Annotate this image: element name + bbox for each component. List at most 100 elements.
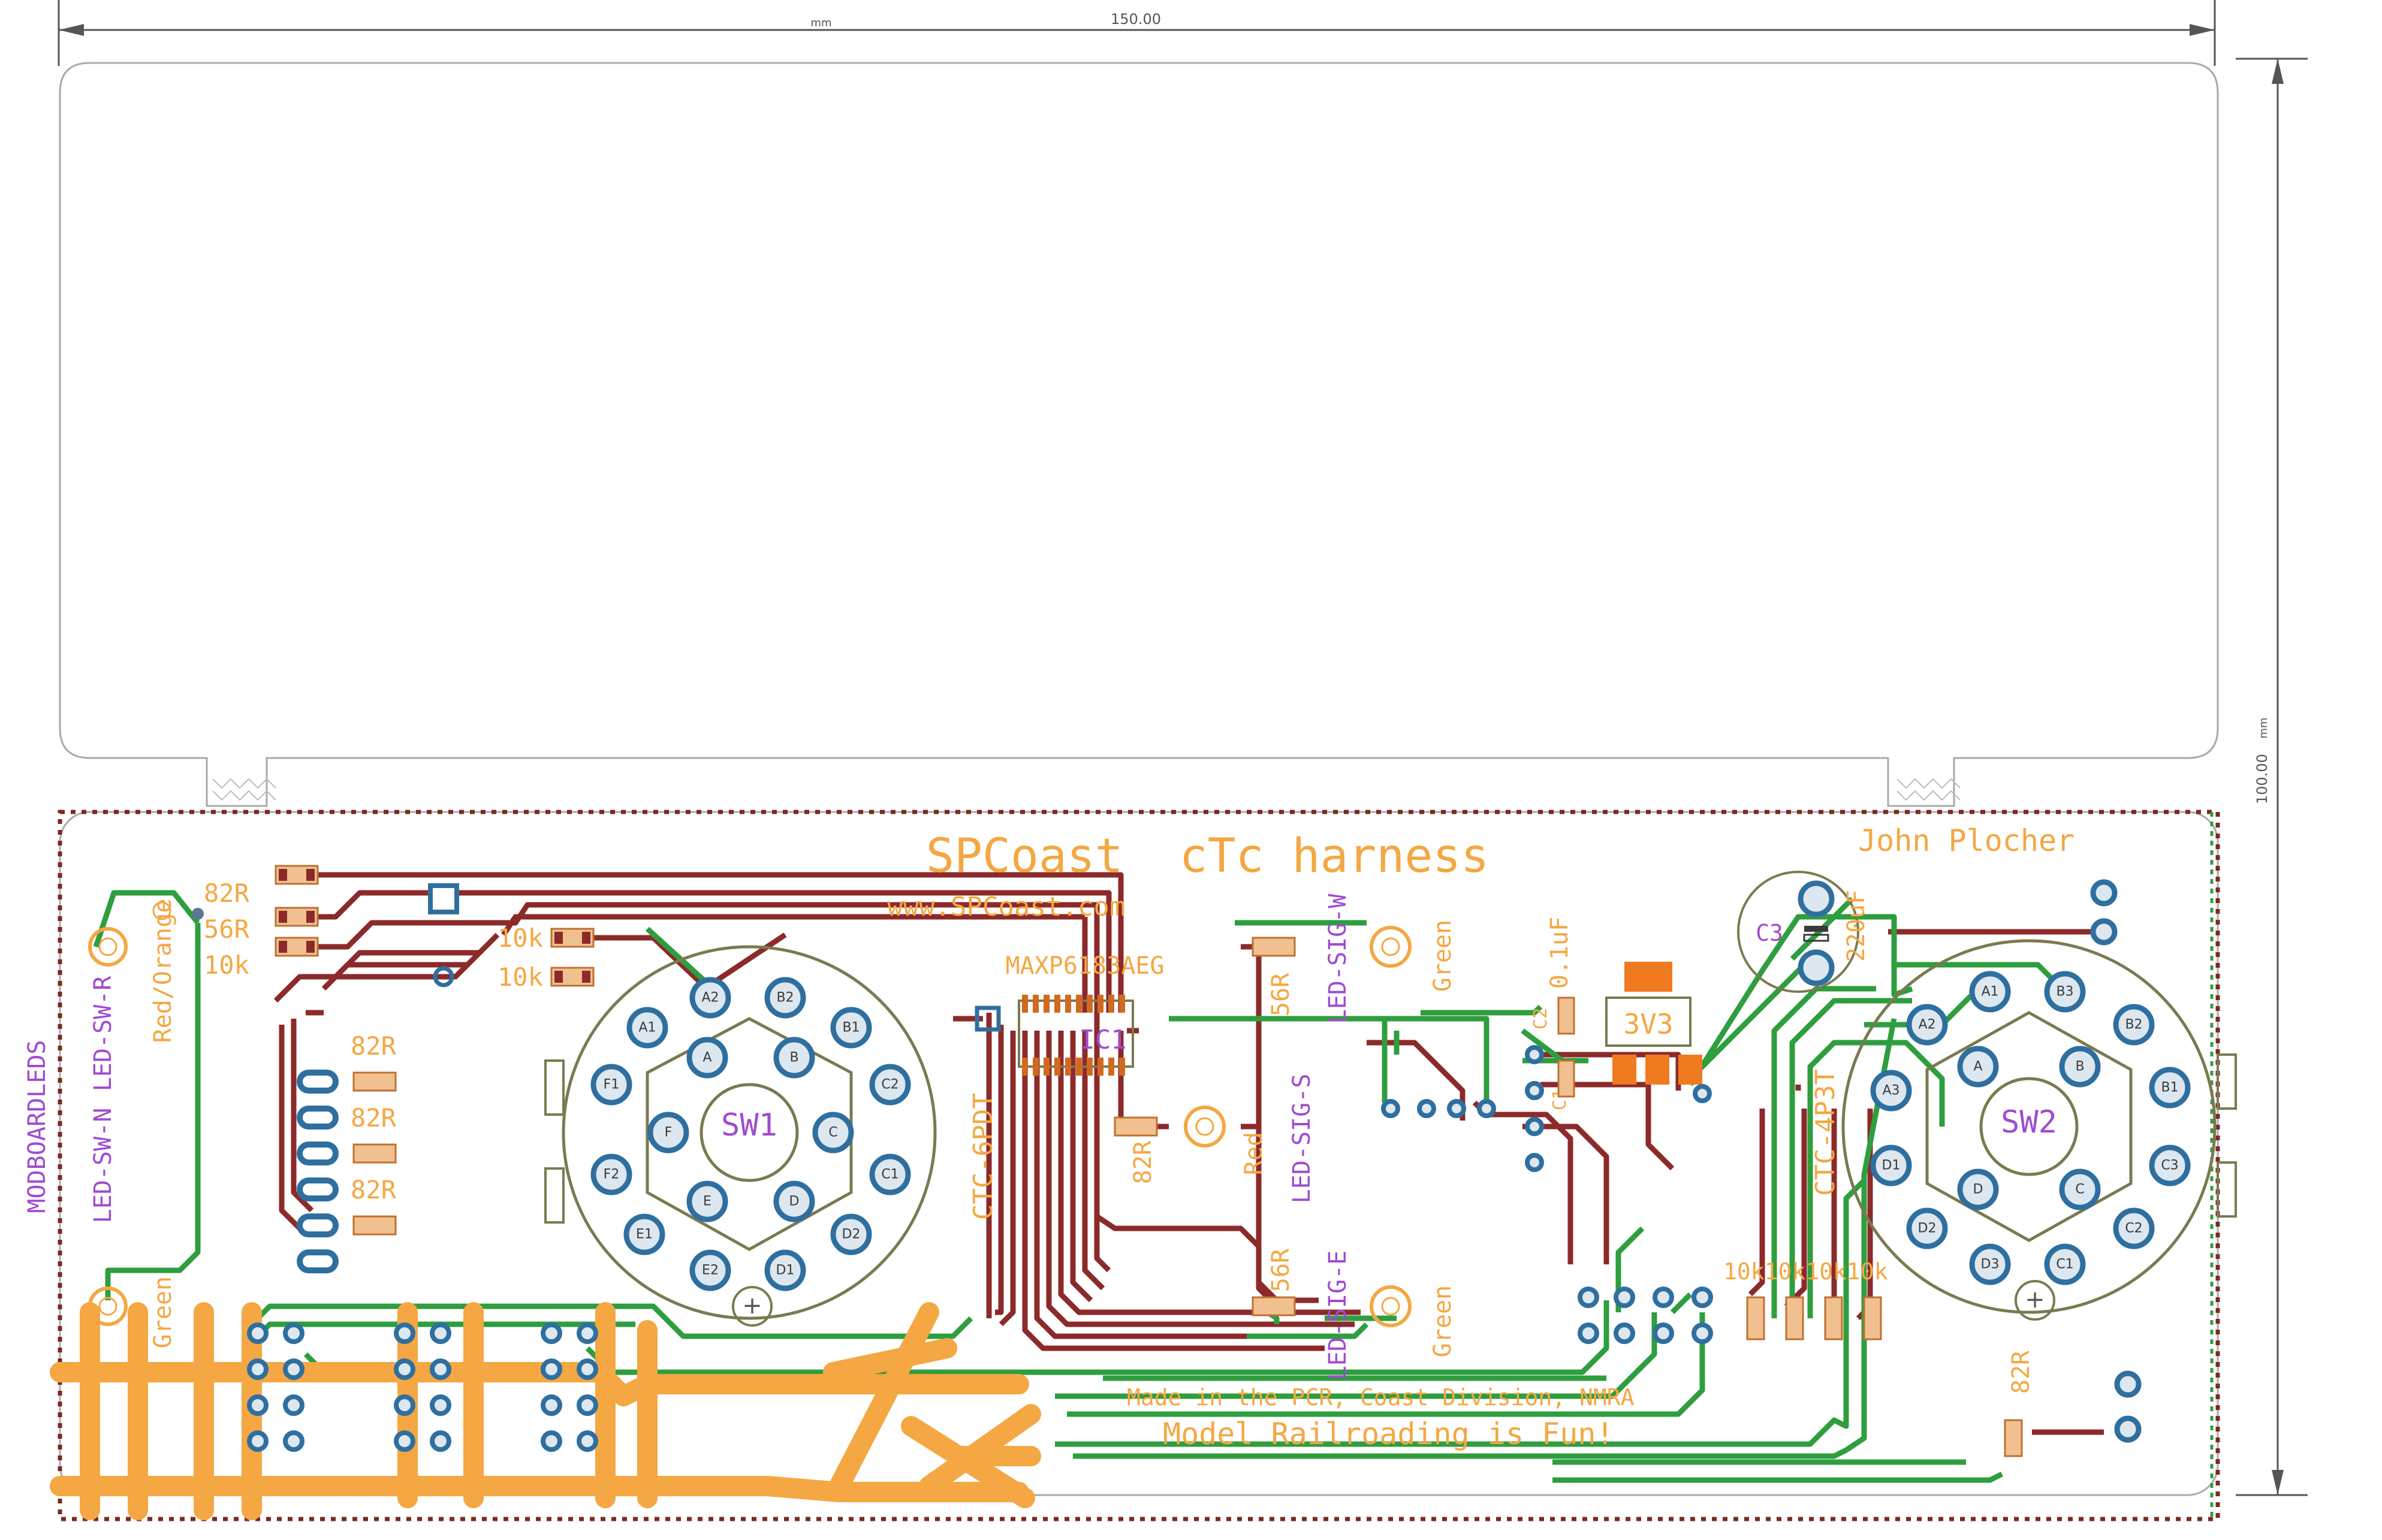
board-url: www.SPCoast.com (887, 892, 1125, 922)
sw1-pad-a2: A2 (701, 991, 719, 1005)
sw1-pad-d2: D2 (842, 1227, 861, 1242)
cap-c1 (1557, 1059, 1575, 1098)
label-10k-bottom: 10k (497, 962, 543, 992)
sw1-pad-b: B (789, 1050, 798, 1065)
sw1-pad-a: A (702, 1050, 711, 1065)
header-center (1381, 1099, 1496, 1118)
sw1-pad-f2: F2 (604, 1167, 620, 1182)
track-art (50, 1302, 1041, 1520)
label-stack-82r-2: 82R (351, 1103, 397, 1133)
sw2-pad-b2: B2 (2125, 1017, 2142, 1032)
label-stack-82r-3: 82R (351, 1175, 397, 1204)
led-red-center (1184, 1106, 1226, 1148)
sw1-switch-body: + (544, 945, 937, 1327)
height-label: 100.00 (2254, 754, 2271, 804)
height-unit-label: mm (2257, 717, 2270, 738)
upper-panel-outline (59, 62, 2219, 807)
label-56r-bottom: 56R (1267, 1248, 1295, 1292)
c3-ref-label: C3 (1756, 920, 1783, 946)
sw1-pad-d: D (789, 1194, 800, 1209)
sw1-ref-label: SW1 (721, 1107, 777, 1143)
header-right-2x4 (1578, 1287, 1713, 1344)
right-resistor-row (1746, 1296, 1882, 1340)
sw1-pads (590, 977, 911, 1291)
sw1-pad-c: C (828, 1125, 837, 1140)
cap-c3 (1737, 871, 1859, 993)
ic1-part-label: MAXP6183AEG (1006, 952, 1165, 980)
width-label: 150.00 (1111, 11, 1161, 28)
footer-line2: Model Railroading is Fun! (1163, 1417, 1614, 1451)
breakaway-tab-right (1896, 778, 1961, 801)
resistor-stack (352, 1071, 397, 1236)
ic1-test-pad (975, 1005, 1001, 1032)
right-resistor-82r (2004, 1419, 2023, 1457)
sw2-pad-d: D (1973, 1182, 1983, 1197)
cap-0-1uf-label: 0.1uF (1546, 917, 1573, 989)
led-sw-n (88, 1287, 128, 1326)
sw2-pad-c2: C2 (2125, 1221, 2142, 1236)
resistor-82r-left (275, 865, 319, 885)
label-led-sig-e: LED-SIG-E (1324, 1251, 1352, 1381)
sw2-pad-d1: D1 (1882, 1158, 1901, 1173)
sw1-pad-e1: E1 (636, 1227, 653, 1242)
sw2-pad-b3: B3 (2056, 985, 2073, 1000)
oval-pad-stack (297, 1070, 339, 1273)
label-red-center: Red (1240, 1132, 1268, 1175)
label-led-sw-r: LED-SW-R (89, 976, 117, 1092)
board-keepout-dotted (58, 810, 2220, 1521)
label-82r-right: 82R (2007, 1350, 2035, 1394)
width-unit-label: mm (810, 17, 831, 29)
regulator-label: 3V3 (1623, 1008, 1673, 1040)
sw2-pad-b: B (2075, 1059, 2084, 1074)
label-82r-center: 82R (1129, 1140, 1157, 1184)
led-sig-w (1370, 926, 1412, 968)
label-56r-top: 56R (1267, 973, 1295, 1016)
sw1-pad-b1: B1 (842, 1020, 860, 1035)
resistor-10k-top (550, 928, 595, 948)
sw1-pad-e2: E2 (702, 1263, 719, 1278)
label-green-left: Green (149, 1276, 177, 1348)
ic1-ref-label: IC1 (1079, 1025, 1126, 1055)
resistor-82r-center (1114, 1116, 1158, 1137)
sw2-pad-c3: C3 (2161, 1158, 2178, 1173)
label-56r-left: 56R (204, 914, 250, 944)
sw1-pad-e: E (703, 1194, 711, 1209)
board-author: John Plocher (1858, 823, 2075, 858)
pads-bottom-right (2114, 1370, 2142, 1443)
sw1-pad-a1: A1 (638, 1020, 656, 1035)
ic1-chip (1018, 995, 1134, 1076)
sw2-pad-a2: A2 (1918, 1017, 1935, 1032)
led-sw-r (88, 927, 128, 967)
label-modboardleds: MODBOARDLEDS (23, 1040, 51, 1213)
sw1-pad-d1: D1 (776, 1263, 795, 1278)
sw1-pad-c1: C1 (881, 1167, 898, 1182)
sw2-ref-label: SW2 (2001, 1104, 2057, 1140)
label-led-sw-n: LED-SW-N (89, 1108, 117, 1224)
resistor-56r-bottom (1252, 1296, 1296, 1316)
board-title: SPCoast cTc harness (926, 829, 1489, 883)
sw2-pad-c1: C1 (2056, 1257, 2073, 1272)
via-left-top2 (192, 908, 204, 920)
svg-text:+: + (742, 1292, 762, 1319)
label-10k-left: 10k (204, 950, 249, 980)
red-traces (273, 872, 2104, 1450)
sw1-pad-b2: B2 (776, 991, 794, 1005)
height-dimension: 100.00 mm (2236, 58, 2308, 1496)
sw2-pad-a1: A1 (1981, 985, 1998, 1000)
header-bottom-left (247, 1322, 598, 1452)
resistor-10k-left (275, 937, 319, 957)
breakaway-tab-left (212, 778, 276, 801)
sw2-pad-a: A (1973, 1059, 1982, 1074)
sw1-pad-c2: C2 (881, 1077, 898, 1092)
label-green-top: Green (1429, 920, 1457, 992)
label-right-resistor-row: 10k10k10k10k (1723, 1258, 1888, 1285)
sw1-type-label: CTC-6PDT (968, 1093, 999, 1220)
label-red-orange: Red/Orange (149, 899, 177, 1043)
sw2-pad-d2: D2 (1918, 1221, 1937, 1236)
cap-c2 (1557, 997, 1575, 1035)
via-left-top (152, 901, 171, 920)
c3-value-label: 220uF (1843, 890, 1870, 962)
label-stack-82r-1: 82R (351, 1031, 397, 1061)
label-10k-top: 10k (497, 923, 543, 953)
